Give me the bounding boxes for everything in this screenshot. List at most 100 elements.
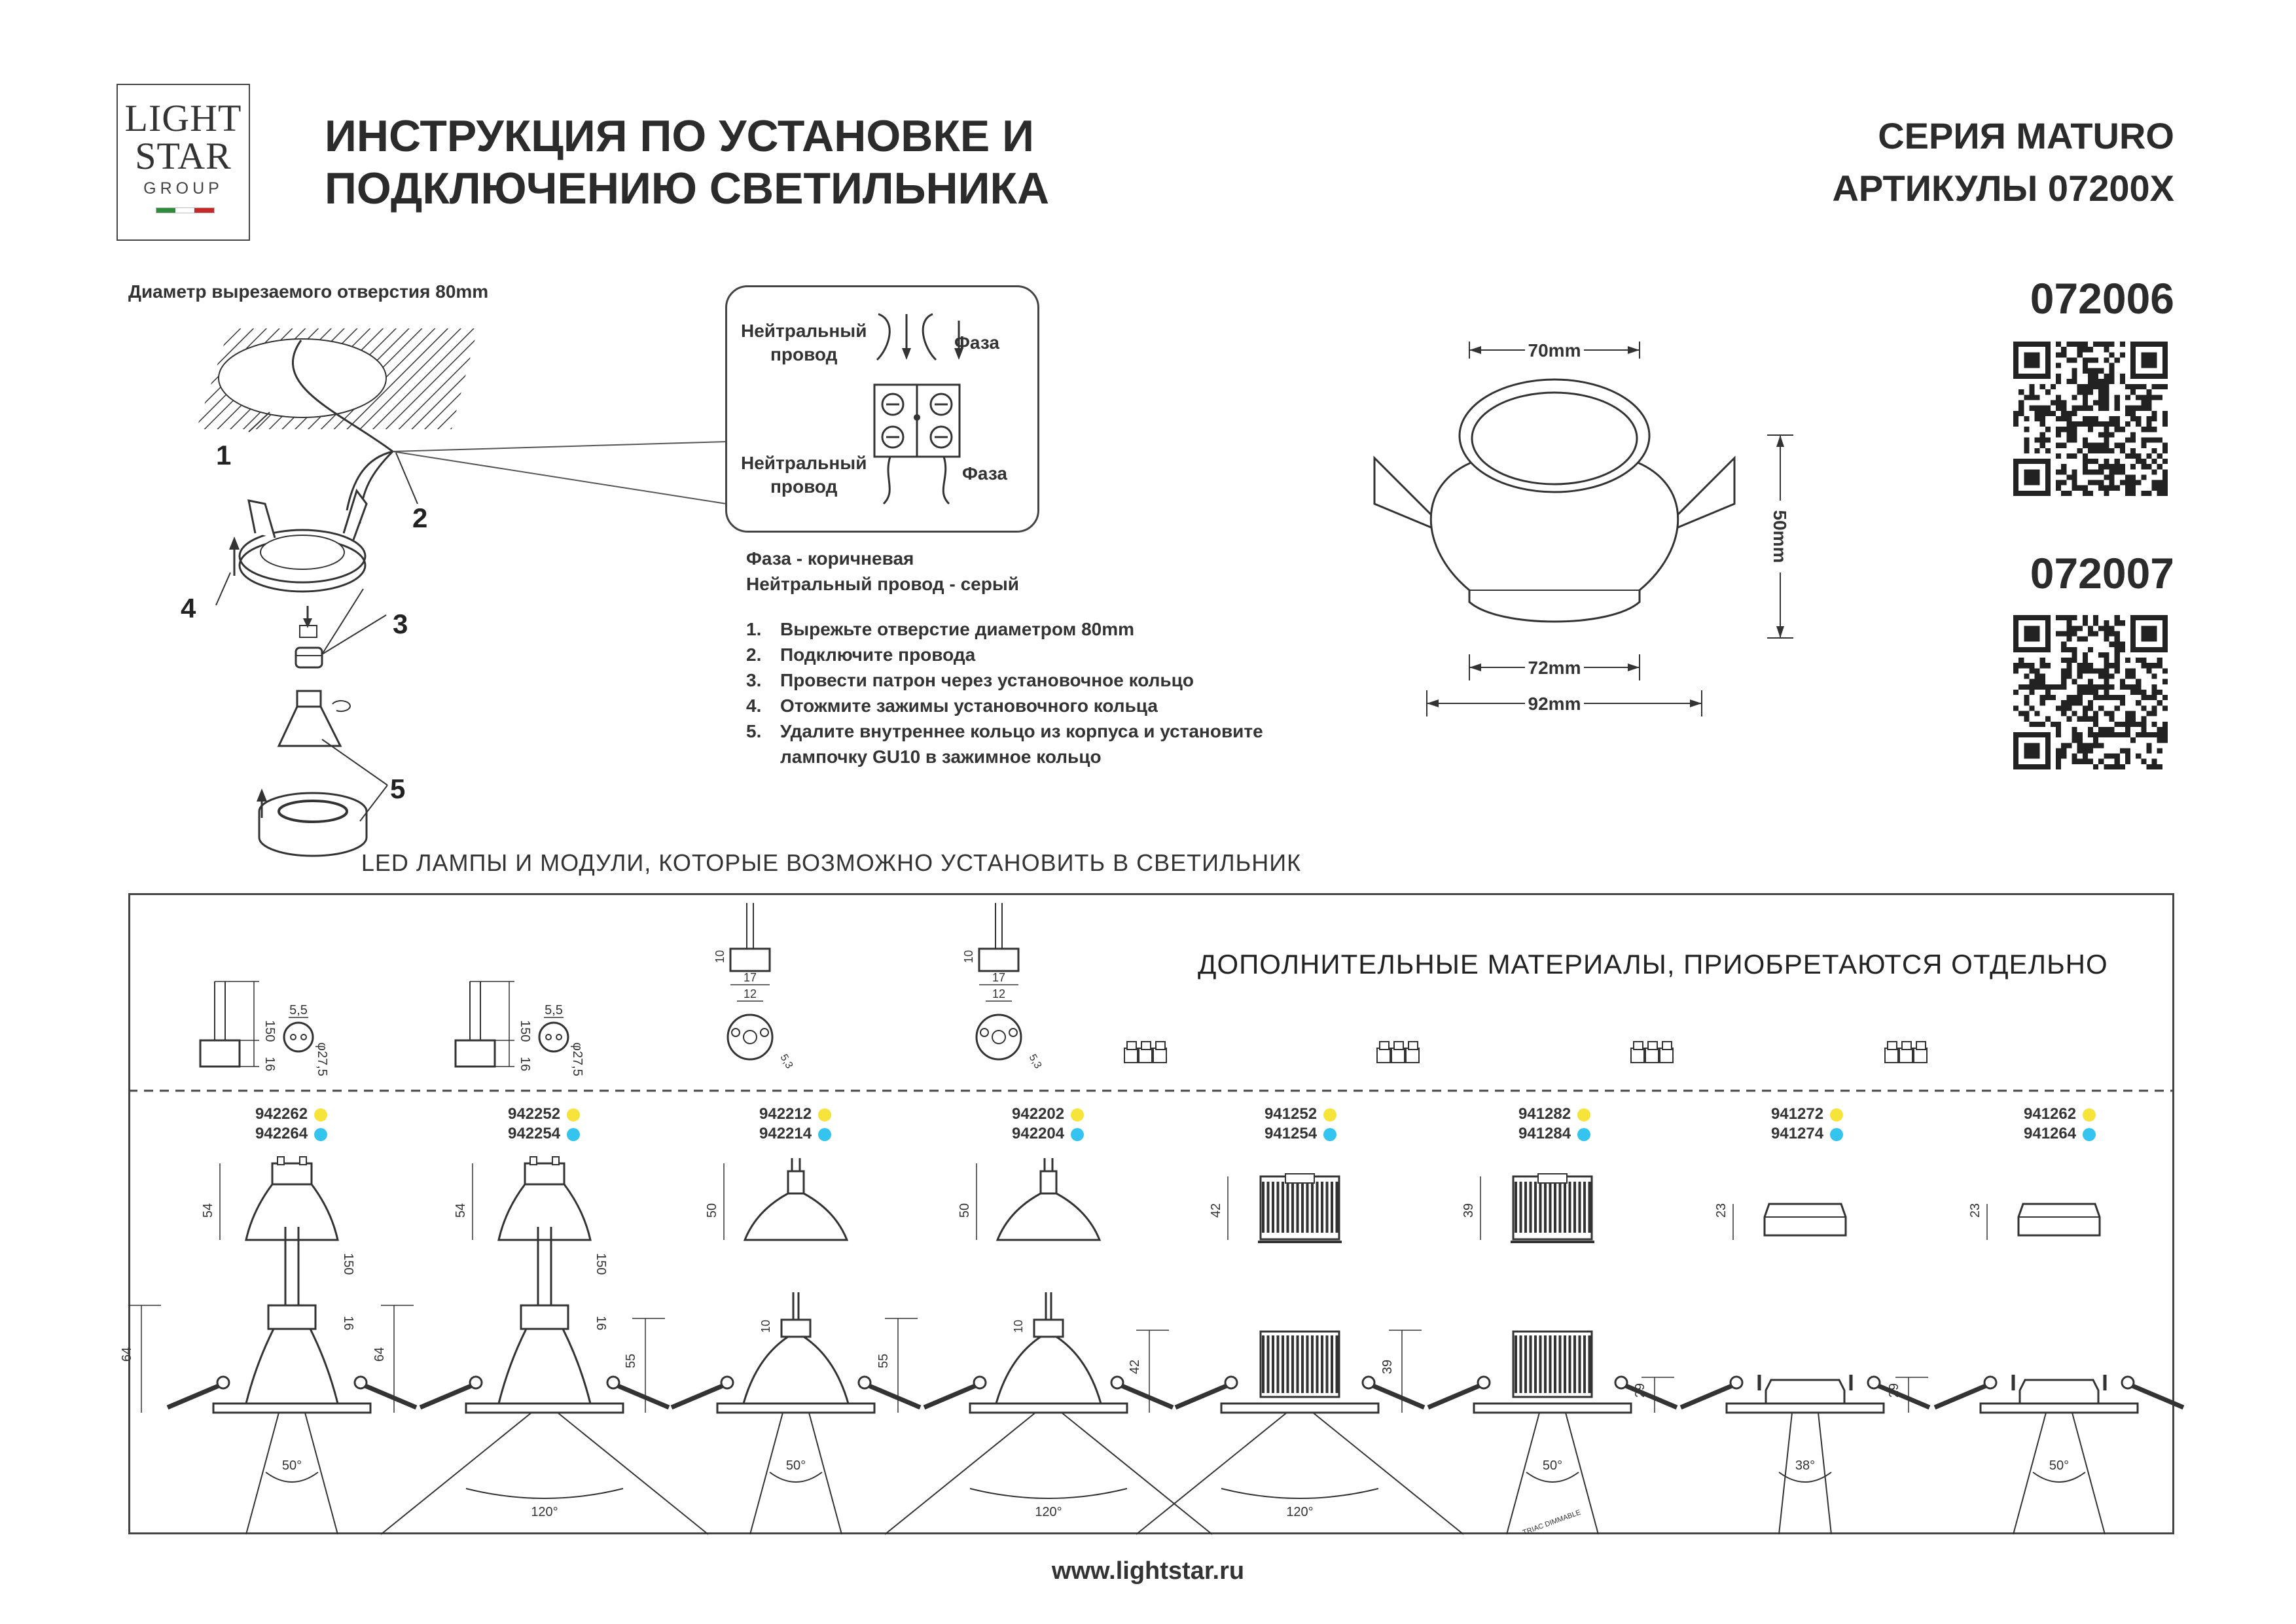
title-line-2: ПОДКЛЮЧЕНИЮ СВЕТИЛЬНИКА (325, 164, 1050, 213)
lamp-height: 23 (1714, 1203, 1729, 1218)
warm-white-dot (567, 1108, 581, 1121)
conn-dim-12: 12 (992, 987, 1005, 1000)
lamp-installed-height: 42 (1128, 1360, 1142, 1374)
warm-white-dot (314, 1108, 328, 1121)
lamp-code-warm: 941272 (1771, 1105, 1824, 1123)
logo-line-2: STAR (135, 135, 232, 177)
lamp-code-cool: 942254 (508, 1125, 561, 1142)
cool-white-dot (2083, 1127, 2096, 1141)
lamp-installed-height: 55 (624, 1354, 638, 1368)
cool-white-dot (314, 1127, 328, 1141)
gu10-socket (295, 646, 323, 669)
conn-dim-16: 16 (262, 1057, 277, 1071)
conn-dim-16: 16 (341, 1316, 355, 1330)
terminal-block-1 (1124, 1041, 1167, 1063)
conn-dim-16: 16 (518, 1057, 532, 1071)
conn-dim-10: 10 (962, 950, 975, 963)
lamp-code-cool: 942204 (1012, 1125, 1065, 1142)
qr-code-072007 (2013, 615, 2168, 769)
mr16-connector-1: 10 17 12 5,3 (713, 903, 795, 1070)
conn-dim-150: 150 (518, 1020, 532, 1042)
gu10-connector-1: 150 16 5,5 φ27,5 (199, 981, 329, 1076)
conn-dim-150: 150 (341, 1253, 355, 1275)
lamp-installed-height: 39 (1380, 1360, 1395, 1374)
dim-outer: 92mm (1528, 694, 1581, 714)
lamp-code-cool: 941284 (1518, 1125, 1571, 1142)
lamp-height: 54 (454, 1203, 468, 1218)
lamp-code-cool: 941274 (1771, 1125, 1824, 1142)
cool-white-dot (1577, 1127, 1591, 1141)
product-dimension-drawing: 70mm 50mm 72mm 92mm (1373, 340, 1793, 716)
hole-diameter-label: Диаметр вырезаемого отверстия 80mm (128, 281, 489, 302)
cool-white-dot (1071, 1127, 1085, 1141)
beam-angle: 50° (2049, 1458, 2069, 1473)
conn-dim-17: 17 (744, 971, 757, 984)
step-3: 3.Провести патрон через установочное кол… (746, 670, 1194, 690)
conn-dim-5-3: 5,3 (778, 1053, 795, 1071)
conn-dim-16: 16 (594, 1316, 608, 1330)
terminal-block-2 (1376, 1041, 1420, 1063)
terminal-block-4 (1884, 1041, 1928, 1063)
callout-1: 1 (216, 440, 232, 470)
callout-3: 3 (393, 609, 408, 639)
callout-4: 4 (181, 593, 196, 624)
lamp-height: 50 (705, 1203, 719, 1218)
lamp-code-warm: 942202 (1012, 1105, 1065, 1123)
step-4: 4.Отожмите зажимы установочного кольца (746, 696, 1158, 716)
step-2: 2.Подключите провода (746, 644, 976, 665)
callout-5: 5 (390, 773, 406, 804)
wire-colors-note: Фаза - коричневая Нейтральный провод - с… (746, 548, 1019, 594)
warm-white-dot (2083, 1108, 2096, 1121)
lamp-codes-7: 941272 941274 (1771, 1104, 1844, 1144)
footer-website[interactable]: www.lightstar.ru (1051, 1557, 1245, 1585)
lamp-code-warm: 942212 (759, 1105, 812, 1123)
beam-angle: 120° (1035, 1505, 1062, 1519)
conn-dim-10: 10 (1012, 1320, 1025, 1333)
lamp-code-warm: 941282 (1518, 1105, 1571, 1123)
logo-line-3: GROUP (143, 179, 223, 198)
conn-dim-10: 10 (713, 950, 726, 963)
neutral-wire-label-bottom: Нейтральный провод (741, 453, 867, 497)
step-5-continued: лампочку GU10 в зажимное кольцо (780, 747, 1102, 767)
logo-line-1: LIGHT (124, 97, 242, 139)
lamp-installed-height: 29 (1633, 1383, 1647, 1398)
warm-white-dot (818, 1108, 832, 1121)
lamp-height: 54 (201, 1203, 215, 1218)
beam-angle: 50° (1543, 1458, 1562, 1473)
terminal-block-3 (1630, 1041, 1674, 1063)
conn-dim-5-3: 5,3 (1027, 1053, 1044, 1071)
warm-white-dot (1577, 1108, 1591, 1121)
triac-dimmable-label: TRIAC DIMMABLE (1522, 1509, 1582, 1537)
conn-dim-27-5: φ27,5 (315, 1042, 329, 1076)
wiring-diagram-box (725, 285, 1039, 533)
compatible-lamps-panel (128, 893, 2174, 1534)
conn-dim-5-5: 5,5 (545, 1003, 563, 1017)
conn-dim-150: 150 (262, 1020, 277, 1042)
conn-dim-10: 10 (759, 1320, 772, 1333)
cool-white-dot (1323, 1127, 1337, 1141)
gu10-lamp (277, 705, 342, 747)
step-1: 1.Вырежьте отверстие диаметром 80mm (746, 619, 1135, 639)
articles-label: АРТИКУЛЫ 07200Х (1832, 168, 2174, 209)
lamp-height: 39 (1462, 1203, 1476, 1218)
dim-inner: 72mm (1528, 658, 1581, 678)
beam-angle: 120° (531, 1505, 558, 1519)
warm-white-dot (1323, 1108, 1337, 1121)
connectors-row: 150 16 5,5 φ27,5 150 16 5,5 φ27,5 10 17 … (199, 903, 1928, 1076)
series-name: СЕРИЯ MATURO (1878, 115, 2174, 156)
installation-drawing (196, 328, 727, 857)
sku-072007: 072007 (2030, 549, 2174, 597)
lamp-height: 42 (1209, 1203, 1223, 1218)
page-title: ИНСТРУКЦИЯ ПО УСТАНОВКЕ И ПОДКЛЮЧЕНИЮ СВ… (325, 110, 1049, 215)
callout-2: 2 (412, 503, 428, 533)
series-block: СЕРИЯ MATURO АРТИКУЛЫ 07200Х (1832, 110, 2174, 215)
lamp-installed-height: 55 (876, 1354, 891, 1368)
